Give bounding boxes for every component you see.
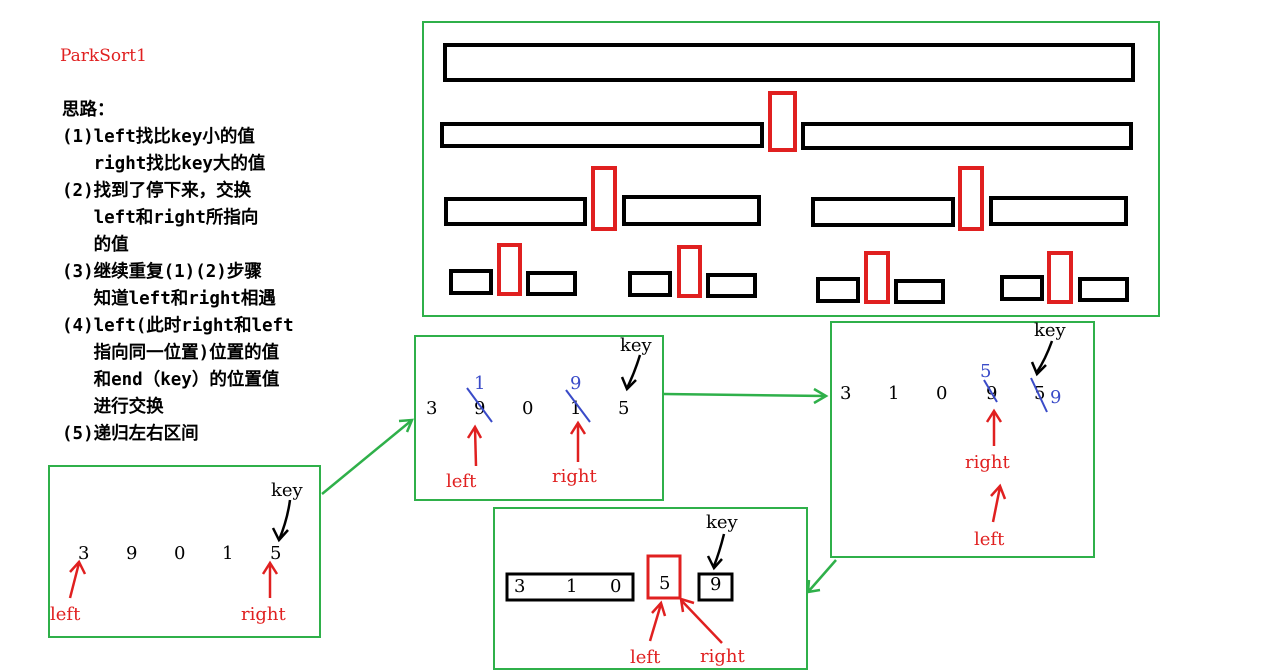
right-pointer-label: right bbox=[700, 646, 745, 667]
step1-panel bbox=[48, 465, 321, 638]
array-bar-level3 bbox=[706, 273, 757, 298]
notes-line: 思路： bbox=[62, 100, 115, 120]
notes-line: (3)继续重复(1)(2)步骤 bbox=[62, 262, 262, 282]
key-label: key bbox=[1034, 320, 1066, 341]
flow-arrow-head bbox=[398, 418, 414, 433]
array-value: 9 bbox=[126, 543, 138, 564]
pivot-marker bbox=[591, 166, 617, 231]
array-value: 1 bbox=[222, 543, 234, 564]
right-pointer-label: right bbox=[965, 452, 1010, 473]
array-bar-level3 bbox=[1000, 275, 1044, 301]
notes-line: (5)递归左右区间 bbox=[62, 424, 199, 444]
flow-arrow bbox=[807, 559, 837, 593]
array-value: 3 bbox=[78, 543, 90, 564]
array-value: 1 bbox=[566, 576, 578, 597]
left-pointer-label: left bbox=[446, 471, 477, 492]
step3-panel bbox=[830, 321, 1095, 558]
array-value: 9 bbox=[474, 398, 486, 419]
array-value: 5 bbox=[1034, 383, 1046, 404]
array-bar-level3 bbox=[816, 277, 860, 303]
pivot-marker bbox=[958, 166, 984, 231]
notes-line: 进行交换 bbox=[62, 397, 164, 417]
array-bar-level2 bbox=[811, 197, 955, 227]
swapped-value: 5 bbox=[980, 361, 992, 382]
right-pointer-label: right bbox=[552, 466, 597, 487]
array-value: 0 bbox=[936, 383, 948, 404]
left-pointer-label: left bbox=[974, 529, 1005, 550]
array-value: 3 bbox=[840, 383, 852, 404]
notes-line: (1)left找比key小的值 bbox=[62, 127, 255, 147]
swapped-value: 1 bbox=[474, 373, 486, 394]
array-value: 0 bbox=[522, 398, 534, 419]
flow-arrow-head bbox=[806, 579, 821, 594]
flow-arrow bbox=[663, 392, 827, 398]
array-value: 5 bbox=[270, 543, 282, 564]
array-bar-level2 bbox=[622, 195, 761, 226]
notes-line: right找比key大的值 bbox=[62, 154, 266, 174]
pivot-marker bbox=[864, 251, 890, 304]
array-bar-level3 bbox=[894, 279, 945, 304]
pivot-marker bbox=[768, 91, 797, 152]
left-pointer-label: left bbox=[630, 647, 661, 668]
key-label: key bbox=[706, 512, 738, 533]
swapped-value: 9 bbox=[1050, 387, 1062, 408]
array-value: 3 bbox=[514, 576, 526, 597]
key-label: key bbox=[620, 335, 652, 356]
pivot-box bbox=[646, 554, 682, 600]
array-value: 1 bbox=[570, 398, 582, 419]
right-subarray-box bbox=[697, 572, 734, 602]
notes-line: 知道left和right相遇 bbox=[62, 289, 276, 309]
array-bar-level1-left bbox=[440, 122, 764, 148]
key-label: key bbox=[271, 480, 303, 501]
array-bar-level3 bbox=[628, 271, 672, 297]
array-value: 1 bbox=[888, 383, 900, 404]
diagram-title: ParkSort1 bbox=[60, 46, 147, 66]
pivot-value: 5 bbox=[659, 573, 671, 594]
swapped-value: 9 bbox=[570, 373, 582, 394]
step2-panel bbox=[414, 335, 664, 501]
left-subarray-box bbox=[505, 572, 635, 602]
recursion-tree-panel bbox=[422, 21, 1160, 317]
array-bar-level2 bbox=[989, 196, 1128, 226]
pivot-marker bbox=[1047, 251, 1073, 304]
left-pointer-label: left bbox=[50, 604, 81, 625]
array-bar-level2 bbox=[444, 197, 587, 226]
array-value: 5 bbox=[618, 398, 630, 419]
notes-line: 的值 bbox=[62, 235, 129, 255]
array-bar-level0 bbox=[443, 43, 1135, 82]
array-bar-level1-right bbox=[801, 122, 1133, 150]
array-value: 0 bbox=[610, 576, 622, 597]
array-value: 0 bbox=[174, 543, 186, 564]
array-value: 9 bbox=[710, 574, 722, 595]
pivot-marker bbox=[677, 245, 702, 298]
step4-panel bbox=[493, 507, 808, 670]
array-bar-level3 bbox=[449, 269, 493, 295]
notes-line: 指向同一位置)位置的值 bbox=[62, 343, 280, 363]
array-bar-level3 bbox=[526, 271, 577, 296]
pivot-marker bbox=[497, 243, 522, 296]
algorithm-notes: 思路： (1)left找比key小的值 right找比key大的值 (2)找到了… bbox=[62, 97, 294, 448]
notes-line: (4)left(此时right和left bbox=[62, 316, 294, 336]
flow-arrow-head bbox=[813, 387, 829, 405]
flow-arrow bbox=[321, 419, 413, 495]
right-pointer-label: right bbox=[241, 604, 286, 625]
notes-line: left和right所指向 bbox=[62, 208, 259, 228]
notes-line: (2)找到了停下来，交换 bbox=[62, 181, 252, 201]
notes-line: 和end（key）的位置值 bbox=[62, 370, 280, 390]
array-value: 3 bbox=[426, 398, 438, 419]
array-bar-level3 bbox=[1078, 277, 1129, 302]
